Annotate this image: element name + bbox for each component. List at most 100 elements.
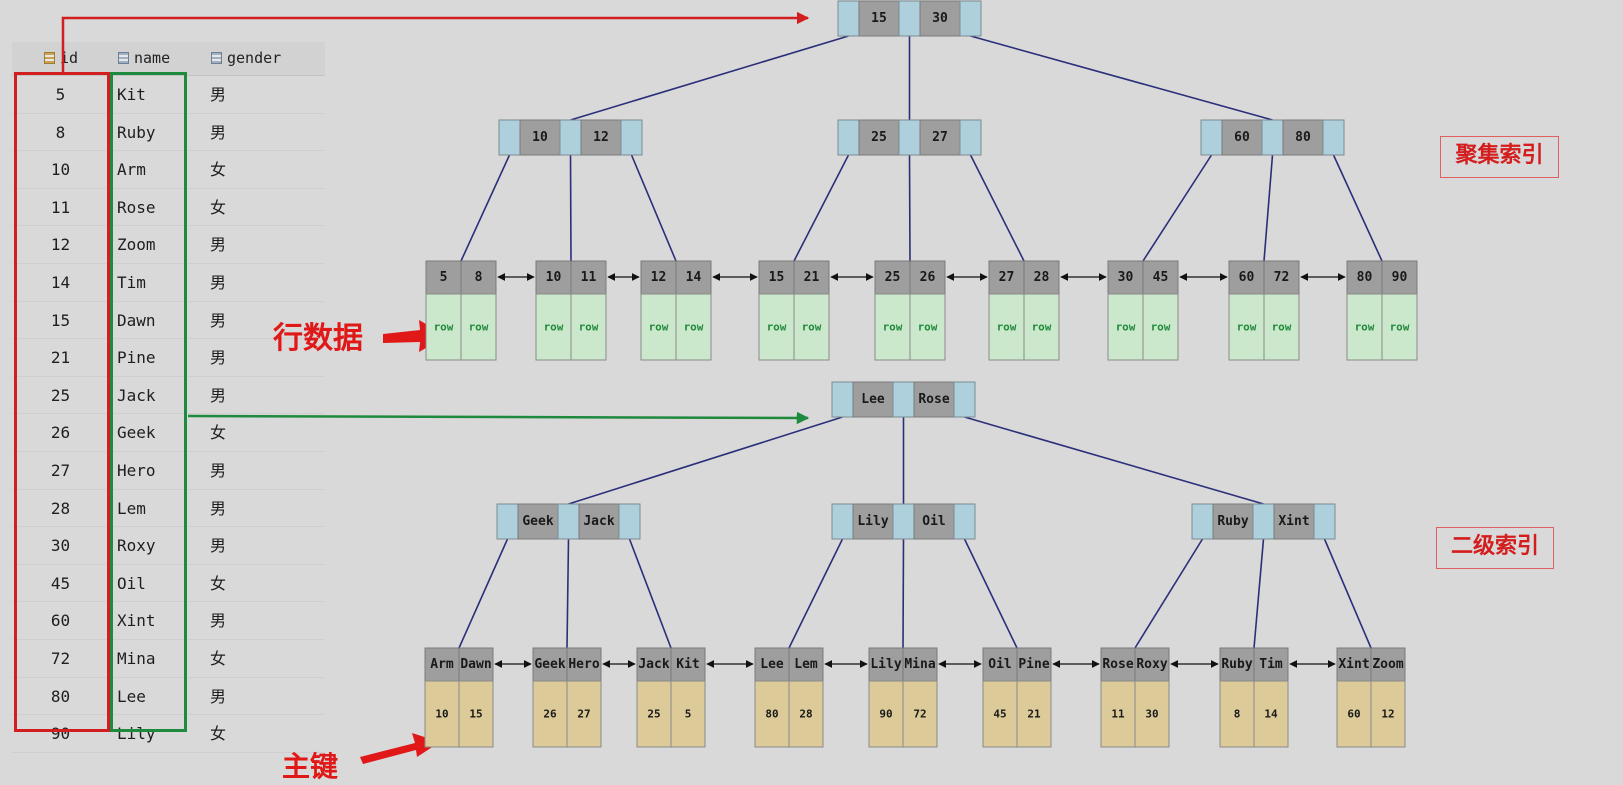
column-header-name[interactable]: name xyxy=(118,42,170,75)
key-cell xyxy=(913,381,955,418)
key-cell xyxy=(580,119,622,156)
clustered-internal-edge xyxy=(1332,154,1383,262)
cell-gender: 男 xyxy=(210,310,227,330)
leaf-key-label: Ruby xyxy=(1221,657,1252,672)
clustered-index-label: 聚集索引 xyxy=(1440,136,1559,178)
cell-id: 25 xyxy=(50,385,71,405)
cell-name: Xint xyxy=(117,611,156,631)
leaf-key-cell xyxy=(1016,647,1052,682)
primary-key-value: 27 xyxy=(577,708,590,721)
leaf-key-label: 8 xyxy=(475,270,483,285)
cell-id: 28 xyxy=(50,498,71,518)
cell-name: Rose xyxy=(117,197,156,217)
key-cell xyxy=(858,0,900,37)
leaf-key-label: 80 xyxy=(1357,270,1373,285)
leaf-key-label: 10 xyxy=(546,270,562,285)
leaf-key-label: Lily xyxy=(870,657,901,672)
cell-name: Geek xyxy=(117,423,156,443)
leaf-key-label: Lee xyxy=(760,657,784,672)
primary-key-value: 5 xyxy=(685,708,692,721)
cell-name: Kit xyxy=(117,85,146,104)
cell-name: Lily xyxy=(117,724,156,744)
cell-name: Mina xyxy=(117,648,156,668)
pointer-cell xyxy=(496,503,519,540)
primary-key-label: 主键 xyxy=(282,750,339,783)
primary-key-cell xyxy=(1100,680,1136,748)
secondary-internal-edge xyxy=(902,538,905,649)
row-data-cell xyxy=(1263,293,1300,361)
leaf-key-label: Tim xyxy=(1259,657,1283,672)
pointer-cell xyxy=(892,503,915,540)
column-header-gender[interactable]: gender xyxy=(211,42,281,75)
row-data-label-text: row xyxy=(802,321,822,334)
leaf-key-cell xyxy=(1346,260,1383,295)
leaf-key-cell xyxy=(1134,647,1170,682)
column-header-gender-label: gender xyxy=(227,49,282,67)
pointer-cell xyxy=(1313,503,1336,540)
cell-gender: 女 xyxy=(210,573,227,593)
primary-key-value: 28 xyxy=(799,708,812,721)
row-data-label-text: row xyxy=(434,321,454,334)
leaf-key-label: Dawn xyxy=(460,657,491,672)
clustered-internal-edge xyxy=(569,154,572,262)
column-header-id[interactable]: id xyxy=(44,42,78,75)
row-data-label-text: row xyxy=(1390,321,1410,334)
cell-gender: 女 xyxy=(210,197,227,217)
cell-gender: 女 xyxy=(210,724,227,744)
leaf-key-label: Pine xyxy=(1018,657,1049,672)
primary-key-cell xyxy=(868,680,904,748)
leaf-key-label: 72 xyxy=(1274,270,1290,285)
cell-id: 27 xyxy=(50,460,71,480)
row-data-cell xyxy=(675,293,712,361)
cell-gender: 男 xyxy=(210,385,227,405)
cell-id: 14 xyxy=(50,272,71,292)
cell-name: Lem xyxy=(117,498,146,518)
row-data-label: 行数据 xyxy=(273,321,363,356)
clustered-internal-edge xyxy=(630,154,677,262)
secondary-edges xyxy=(458,416,1372,668)
cell-id: 45 xyxy=(50,573,71,593)
leaf-key-label: Xint xyxy=(1338,657,1369,672)
primary-key-cell xyxy=(458,680,494,748)
key-cell xyxy=(858,119,900,156)
leaf-key-label: Roxy xyxy=(1136,657,1167,672)
key-cell xyxy=(1273,503,1315,540)
pointer-cell xyxy=(898,119,921,156)
clustered-root-edge xyxy=(970,35,1273,121)
row-data-label-text: row xyxy=(649,321,669,334)
row-data-cell xyxy=(460,293,497,361)
leaf-key-cell xyxy=(788,647,824,682)
cell-gender: 男 xyxy=(210,272,227,292)
primary-key-cell xyxy=(902,680,938,748)
primary-key-cell xyxy=(1134,680,1170,748)
key-label: Lily xyxy=(857,514,888,529)
clustered-edges xyxy=(460,35,1383,281)
primary-key-cell xyxy=(754,680,790,748)
row-data-cell xyxy=(909,293,946,361)
